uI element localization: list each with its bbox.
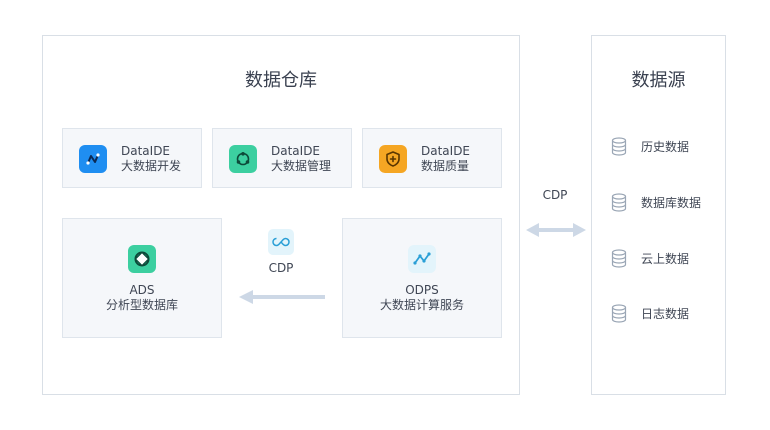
dataide-manage-line2: 大数据管理 [271, 159, 332, 173]
source-label: 数据库数据 [641, 195, 702, 210]
dataide-quality-line2: 数据质量 [421, 159, 470, 173]
ads-line2: 分析型数据库 [105, 298, 178, 312]
warehouse-panel: 数据仓库 DataIDE 大数据开发 [42, 35, 520, 395]
database-icon [610, 136, 628, 156]
link-cdp-label: CDP [542, 188, 568, 202]
datasource-title: 数据源 [631, 70, 686, 91]
datasource-panel: 数据源 历史数据 数据库数据 [591, 35, 726, 395]
ads-icon [128, 245, 156, 273]
source-label: 历史数据 [641, 139, 690, 154]
dataide-quality-card[interactable]: DataIDE 数据质量 [362, 128, 502, 188]
bidirectional-arrow [526, 223, 586, 237]
database-icon [610, 192, 628, 212]
dataide-manage-card[interactable]: DataIDE 大数据管理 [212, 128, 352, 188]
database-icon [610, 303, 628, 323]
odps-line2: 大数据计算服务 [379, 298, 464, 312]
ads-line1: ADS [129, 283, 155, 297]
odps-card[interactable]: ODPS 大数据计算服务 [342, 218, 502, 338]
source-item-log[interactable]: 日志数据 [610, 303, 689, 323]
dataide-manage-line1: DataIDE [271, 144, 321, 158]
source-item-history[interactable]: 历史数据 [610, 136, 689, 156]
source-label: 云上数据 [641, 251, 690, 266]
dataide-quality-icon [379, 145, 407, 173]
inner-cdp: CDP [263, 229, 299, 275]
dataide-develop-line2: 大数据开发 [121, 159, 182, 173]
odps-icon [408, 245, 436, 273]
dataide-develop-icon [79, 145, 107, 173]
source-item-database[interactable]: 数据库数据 [610, 192, 701, 212]
inner-cdp-label: CDP [268, 261, 294, 275]
source-item-cloud[interactable]: 云上数据 [610, 248, 689, 268]
dataide-develop-line1: DataIDE [121, 144, 171, 158]
database-icon [610, 248, 628, 268]
odps-to-ads-arrow [239, 290, 325, 304]
ads-card[interactable]: ADS 分析型数据库 [62, 218, 222, 338]
odps-line1: ODPS [405, 283, 439, 297]
warehouse-title: 数据仓库 [245, 70, 317, 91]
cdp-icon [268, 229, 294, 255]
dataide-quality-line1: DataIDE [421, 144, 471, 158]
source-label: 日志数据 [641, 306, 690, 321]
dataide-develop-card[interactable]: DataIDE 大数据开发 [62, 128, 202, 188]
dataide-manage-icon [229, 145, 257, 173]
